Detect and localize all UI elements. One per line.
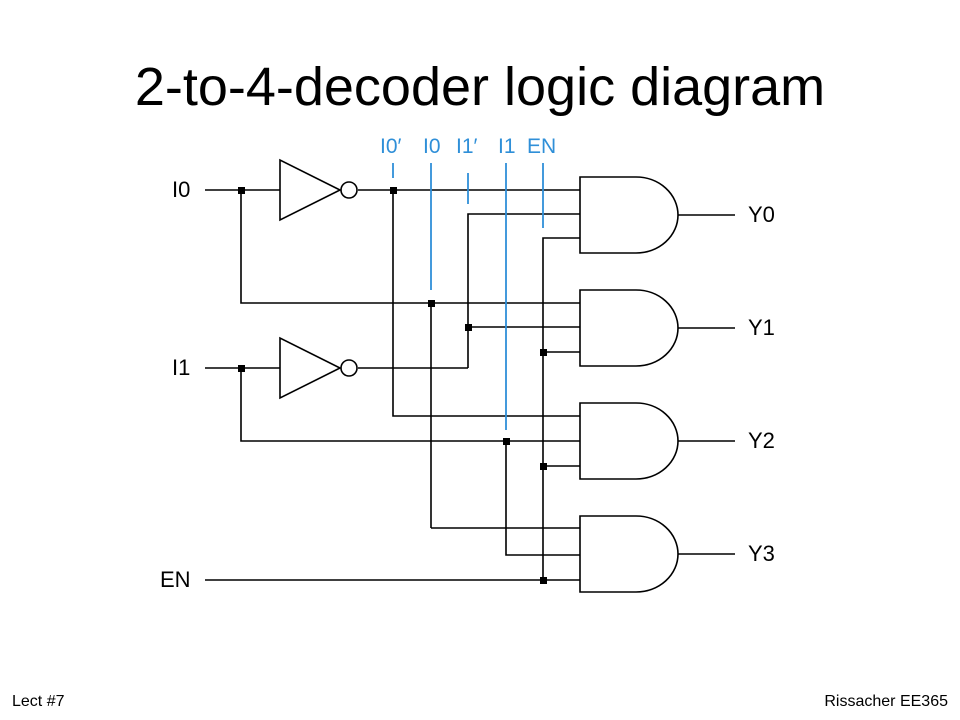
i1-bar-vertical-bus	[467, 213, 580, 368]
i1-raw-wire	[240, 368, 580, 442]
input-label-en: EN	[160, 567, 191, 592]
input-label-i0: I0	[172, 177, 190, 202]
inverter-i0-bubble	[340, 181, 358, 199]
inverter-i1	[279, 336, 342, 400]
junction-dot	[540, 463, 547, 470]
slide-title: 2-to-4-decoder logic diagram	[134, 57, 826, 117]
bus-label-en: EN	[527, 135, 556, 158]
output-label-y3: Y3	[748, 541, 775, 566]
junction-dot	[238, 187, 245, 194]
inverter-i0	[279, 158, 342, 222]
input-label-i1: I1	[172, 355, 190, 380]
and-gate-y1	[579, 289, 679, 367]
bus-label-i1-bar: I1′	[456, 135, 478, 158]
bus-label-i0: I0	[423, 135, 441, 158]
output-label-y0: Y0	[748, 202, 775, 227]
i0-raw-wire	[240, 190, 580, 304]
bus-label-i1: I1	[498, 135, 516, 158]
footer-course-author: Rissacher EE365	[824, 693, 948, 710]
junction-dot	[465, 324, 472, 331]
junction-dot	[540, 577, 547, 584]
bus-label-i0-bar: I0′	[380, 135, 402, 158]
footer-lecture-number: Lect #7	[12, 693, 65, 710]
junction-dot	[238, 365, 245, 372]
junction-dot	[540, 349, 547, 356]
output-label-y1: Y1	[748, 315, 775, 340]
and-gate-y0	[579, 176, 679, 254]
junction-dot	[428, 300, 435, 307]
i0-bar-vertical-bus	[392, 190, 580, 417]
inverter-i1-bubble	[340, 359, 358, 377]
and-gate-y2	[579, 402, 679, 480]
junction-dot	[390, 187, 397, 194]
junction-dot	[503, 438, 510, 445]
i1-raw-vertical-bus	[505, 441, 580, 556]
output-label-y2: Y2	[748, 428, 775, 453]
and-gate-y3	[579, 515, 679, 593]
